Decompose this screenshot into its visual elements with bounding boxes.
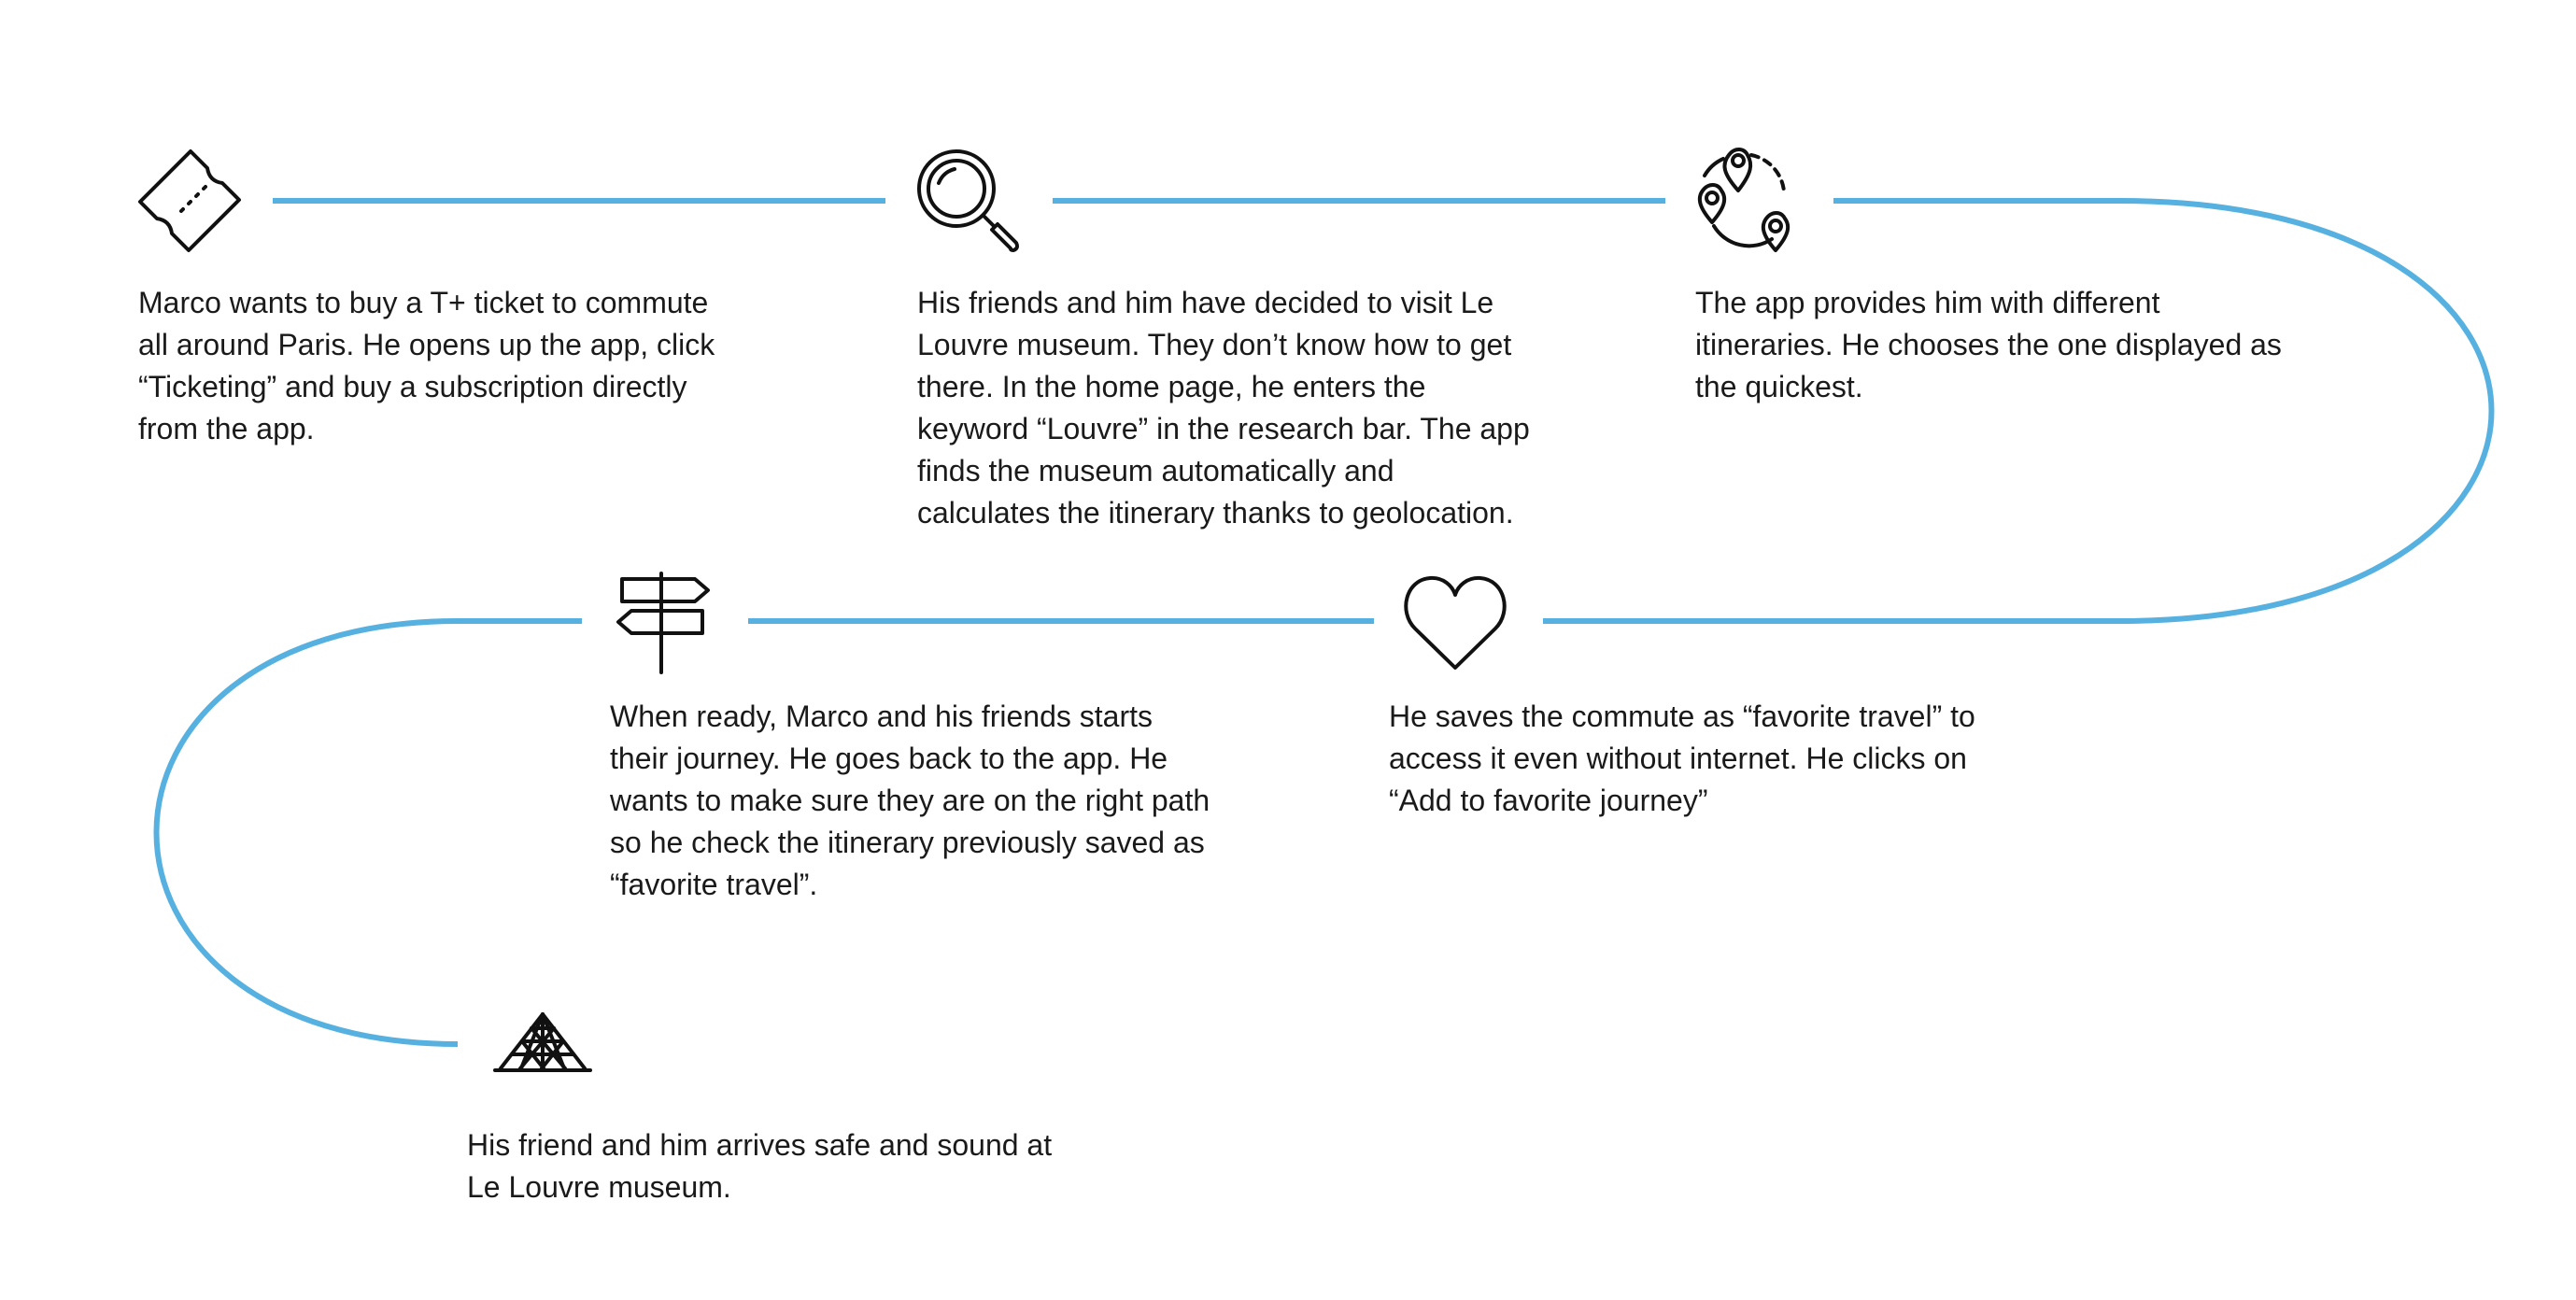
- itineraries-pins-icon: [1695, 148, 1798, 254]
- step-3-description: The app provides him with different itin…: [1695, 286, 2282, 403]
- ticket-icon: [138, 149, 241, 252]
- step-6-description: His friend and him arrives safe and soun…: [467, 1128, 1053, 1204]
- step-2-description: His friends and him have decided to visi…: [917, 286, 1530, 530]
- signpost-icon: [615, 572, 712, 674]
- connector-curve-3-4: [1543, 198, 2495, 624]
- step-5-description: When ready, Marco and his friends starts…: [610, 699, 1210, 901]
- magnifier-icon: [917, 149, 1022, 254]
- step-1-description: Marco wants to buy a T+ ticket to commut…: [138, 286, 715, 445]
- heart-icon: [1404, 574, 1507, 671]
- connector-curve-5-6: [153, 618, 582, 1047]
- louvre-pyramid-icon: [493, 1010, 592, 1074]
- step-4-description: He saves the commute as “favorite travel…: [1389, 699, 1975, 817]
